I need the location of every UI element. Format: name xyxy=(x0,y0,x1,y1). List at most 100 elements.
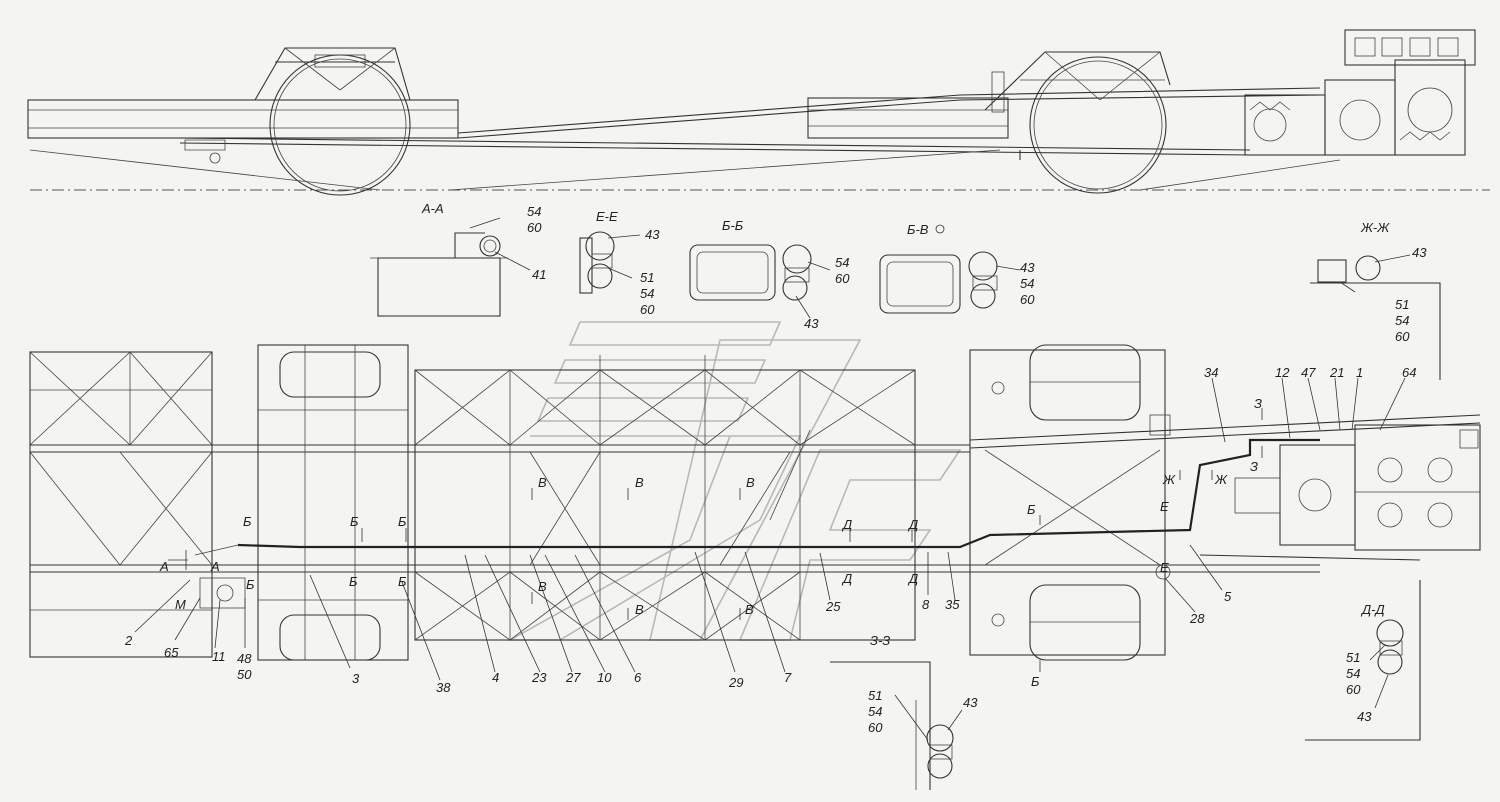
aa-parts-top: 54 60 xyxy=(527,204,541,236)
section-title-bb: Б-Б xyxy=(722,218,744,233)
section-title-ee: Е-Е xyxy=(596,209,618,224)
marker-z: З xyxy=(1250,459,1258,474)
callout-21: 21 xyxy=(1330,365,1345,380)
zz-parts-left: 51 54 60 xyxy=(868,688,882,736)
callout-12: 12 xyxy=(1275,365,1290,380)
dd-parts-left: 51 54 60 xyxy=(1346,650,1360,698)
callout-5: 5 xyxy=(1224,589,1232,604)
marker-v: В xyxy=(538,475,547,490)
section-bv-graphic xyxy=(879,251,998,314)
ee-part: 51 xyxy=(640,270,655,285)
callout-1: 1 xyxy=(1356,365,1364,380)
section-cut-marks xyxy=(168,408,1263,672)
zz-part-43: 43 xyxy=(963,695,978,710)
callout-11: 11 xyxy=(212,649,226,664)
marker-d: Д xyxy=(843,517,853,532)
callout-6: 6 xyxy=(634,670,642,685)
callout-47: 47 xyxy=(1301,365,1316,380)
zz-part: 51 xyxy=(868,688,883,703)
aa-part: 60 xyxy=(527,220,542,235)
marker-b: Б xyxy=(398,514,407,529)
zhzh-part: 51 xyxy=(1395,297,1410,312)
marker-b: Б xyxy=(1031,674,1040,689)
callout-leaders xyxy=(134,217,1411,741)
marker-a: А xyxy=(160,559,169,574)
dd-part: 60 xyxy=(1346,682,1361,697)
callout-2: 2 xyxy=(125,633,133,648)
callout-8: 8 xyxy=(922,597,930,612)
zhzh-parts-bottom: 51 54 60 xyxy=(1395,297,1409,345)
bv-part: 54 xyxy=(1020,276,1035,291)
marker-v: В xyxy=(635,475,644,490)
marker-m: М xyxy=(175,597,186,612)
plan-view xyxy=(29,344,1481,661)
section-dd-graphic xyxy=(1305,580,1421,741)
bb-part-43: 43 xyxy=(804,316,819,331)
callout-28: 28 xyxy=(1190,611,1205,626)
section-title-aa: А-А xyxy=(422,201,444,216)
dd-part: 54 xyxy=(1346,666,1361,681)
bv-part: 43 xyxy=(1020,260,1035,275)
callout-38: 38 xyxy=(436,680,451,695)
zhzh-part: 54 xyxy=(1395,313,1410,328)
marker-a: А xyxy=(211,559,220,574)
marker-b: Б xyxy=(350,514,359,529)
section-title-dd: Д-Д xyxy=(1362,602,1385,617)
side-view xyxy=(27,29,1490,196)
marker-d: Д xyxy=(909,571,919,586)
section-title-bv: Б-В xyxy=(907,222,929,237)
marker-v: В xyxy=(635,602,644,617)
ee-part: 60 xyxy=(640,302,655,317)
marker-e: Е xyxy=(1160,560,1169,575)
zhzh-part-43: 43 xyxy=(1412,245,1427,260)
ee-parts-bottom: 51 54 60 xyxy=(640,270,654,318)
callout-64: 64 xyxy=(1402,365,1417,380)
section-bb-graphic xyxy=(689,244,812,301)
section-ee-graphic xyxy=(579,231,615,294)
callout-35: 35 xyxy=(945,597,960,612)
marker-z: З xyxy=(1254,396,1262,411)
marker-b: Б xyxy=(243,514,252,529)
callout-48: 48 xyxy=(237,651,252,666)
dd-part-43: 43 xyxy=(1357,709,1372,724)
callout-4: 4 xyxy=(492,670,500,685)
section-aa-graphic xyxy=(370,232,508,317)
marker-zh: Ж xyxy=(1163,472,1175,487)
bv-part: 60 xyxy=(1020,292,1035,307)
ee-part: 54 xyxy=(640,286,655,301)
zhzh-part: 60 xyxy=(1395,329,1410,344)
marker-v: В xyxy=(746,475,755,490)
callout-23: 23 xyxy=(532,670,547,685)
marker-b: Б xyxy=(1027,502,1036,517)
ee-part-43: 43 xyxy=(645,227,660,242)
bb-part: 54 xyxy=(835,255,850,270)
bb-parts-right: 54 60 xyxy=(835,255,849,287)
marker-zh: Ж xyxy=(1215,472,1227,487)
marker-e: Е xyxy=(1160,499,1169,514)
marker-b: Б xyxy=(398,574,407,589)
callout-50: 50 xyxy=(237,667,252,682)
marker-d: Д xyxy=(843,571,853,586)
marker-b: Б xyxy=(246,577,255,592)
section-zhzh-graphic xyxy=(1310,255,1441,380)
section-zz-graphic xyxy=(830,661,954,790)
section-title-zz: З-З xyxy=(870,633,891,648)
zz-part: 54 xyxy=(868,704,883,719)
marker-v: В xyxy=(745,602,754,617)
marker-b: Б xyxy=(349,574,358,589)
zz-part: 60 xyxy=(868,720,883,735)
bb-part: 60 xyxy=(835,271,850,286)
callout-10: 10 xyxy=(597,670,612,685)
section-title-zhzh: Ж-Ж xyxy=(1361,220,1390,235)
dd-part: 51 xyxy=(1346,650,1361,665)
marker-d: Д xyxy=(909,517,919,532)
aa-part: 54 xyxy=(527,204,542,219)
aa-part-41: 41 xyxy=(532,267,547,282)
bv-parts-right: 43 54 60 xyxy=(1020,260,1034,308)
callout-25: 25 xyxy=(826,599,841,614)
callout-34: 34 xyxy=(1204,365,1219,380)
callout-65: 65 xyxy=(164,645,179,660)
marker-v: В xyxy=(538,579,547,594)
callout-7: 7 xyxy=(784,670,792,685)
